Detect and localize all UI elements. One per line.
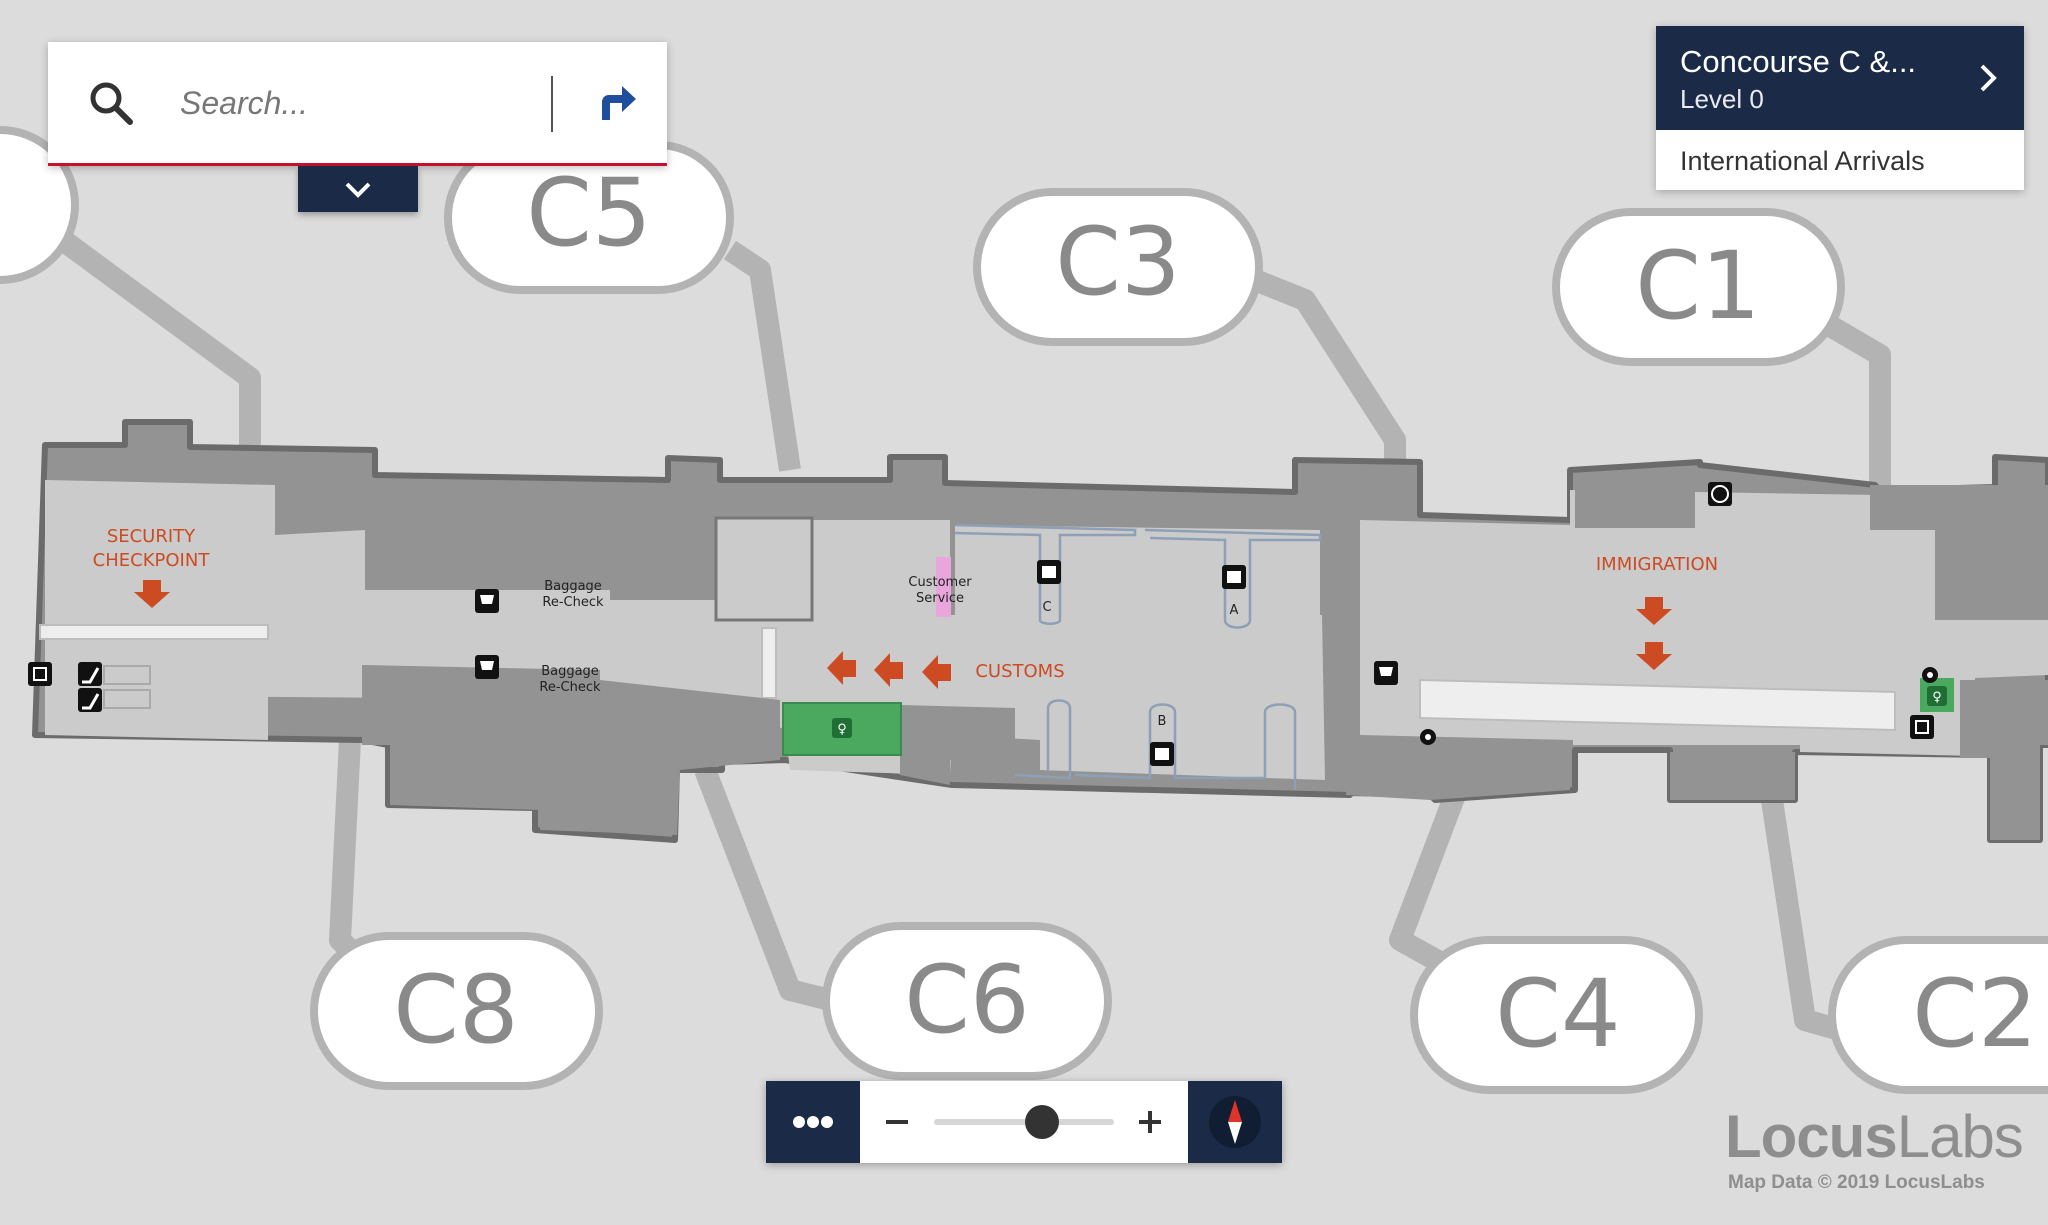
carousel-b-label: B	[1158, 714, 1167, 729]
baggage-claim-icon	[1150, 742, 1174, 766]
compass-button[interactable]	[1188, 1081, 1282, 1163]
jetway-connectors	[53, 229, 1891, 1041]
search-divider	[551, 76, 553, 132]
svg-text:C6: C6	[904, 946, 1029, 1055]
baggage-cart-icon	[475, 589, 499, 613]
building-name: Concourse C &...	[1680, 44, 1917, 79]
locuslabs-logo: LocusLabs	[1725, 1103, 2024, 1170]
immigration-label: IMMIGRATION	[1596, 554, 1718, 575]
customer-service-label-2: Service	[916, 591, 964, 606]
ellipsis-icon	[793, 1116, 833, 1128]
level-option-international-arrivals[interactable]: International Arrivals	[1656, 130, 2024, 190]
customer-service-desk	[936, 557, 951, 617]
gate-bubble-partial	[0, 126, 79, 284]
level-name: Level 0	[1680, 84, 1764, 114]
baggage-cart-icon	[1374, 661, 1398, 685]
elevator-icon	[1910, 715, 1934, 739]
chevron-down-icon	[345, 182, 371, 198]
svg-text:C3: C3	[1055, 208, 1180, 317]
svg-text:C8: C8	[393, 956, 518, 1065]
level-selector: Concourse C &... Level 0 International A…	[1656, 26, 2024, 190]
elevator-icon	[28, 662, 52, 686]
gate-bubble-c3: C3	[973, 188, 1263, 346]
zoom-in-button[interactable]	[1125, 1097, 1175, 1147]
search-dropdown-toggle[interactable]	[298, 166, 418, 212]
directions-icon[interactable]	[578, 68, 648, 138]
svg-text:♀: ♀	[837, 722, 847, 737]
map-controls	[766, 1081, 1282, 1163]
baggage-claim-icon	[1037, 560, 1061, 584]
zoom-slider-handle[interactable]	[1025, 1105, 1059, 1139]
baggage-recheck-label: Baggage	[544, 579, 602, 594]
search-bar	[48, 42, 667, 166]
level-selector-header[interactable]: Concourse C &... Level 0	[1656, 26, 2024, 130]
customer-service-label: Customer	[908, 575, 972, 590]
direction-arrows	[134, 580, 1672, 689]
restroom-icon: ♀	[1927, 686, 1947, 706]
more-options-button[interactable]	[766, 1081, 860, 1163]
carousel-c-label: C	[1042, 600, 1051, 615]
baggage-recheck-label-3: Baggage	[541, 664, 599, 679]
zoom-out-button[interactable]	[872, 1097, 922, 1147]
level-option-label: International Arrivals	[1680, 146, 1925, 176]
gate-bubble-c4: C4	[1410, 936, 1703, 1094]
pet-relief-icon	[1420, 729, 1436, 745]
terminal-building	[32, 419, 2048, 843]
customs-label: CUSTOMS	[975, 661, 1064, 682]
svg-text:C1: C1	[1635, 232, 1760, 341]
map-copyright: Map Data © 2019 LocusLabs	[1728, 1172, 1985, 1193]
chevron-right-icon	[1980, 64, 1997, 92]
svg-text:C4: C4	[1495, 960, 1620, 1069]
zoom-slider-track[interactable]	[934, 1119, 1114, 1125]
escalator-icon	[78, 688, 102, 712]
security-label: SECURITY	[107, 526, 196, 547]
gate-bubble-c1: C1	[1552, 208, 1845, 366]
svg-text:C2: C2	[1912, 960, 2037, 1069]
gate-bubble-c2: C2	[1828, 936, 2048, 1094]
baggage-recheck-label-2: Re-Check	[542, 595, 604, 610]
security-label-2: CHECKPOINT	[93, 550, 211, 571]
pet-relief-icon	[1922, 667, 1938, 683]
svg-text:♀: ♀	[1932, 690, 1942, 705]
gate-bubbles[interactable]: C5 C3 C1 C8 C6 C4 C2	[0, 126, 2048, 1094]
search-icon[interactable]	[86, 78, 136, 128]
baggage-recheck-label-4: Re-Check	[539, 680, 601, 695]
carousel-a-label: A	[1230, 603, 1239, 618]
search-input[interactable]	[178, 72, 582, 134]
gate-bubble-c8: C8	[310, 932, 603, 1090]
svg-text:C5: C5	[526, 159, 651, 268]
baggage-cart-icon	[475, 655, 499, 679]
gate-bubble-c5: C5	[444, 141, 734, 294]
compass-icon	[1209, 1096, 1261, 1148]
gate-bubble-c6: C6	[822, 922, 1112, 1080]
information-icon	[1708, 482, 1732, 506]
restroom-icon: ♀	[832, 718, 852, 738]
escalator-icon	[78, 662, 102, 686]
baggage-claim-icon	[1222, 565, 1246, 589]
poi-icons: ♀ ♀	[28, 482, 1947, 766]
